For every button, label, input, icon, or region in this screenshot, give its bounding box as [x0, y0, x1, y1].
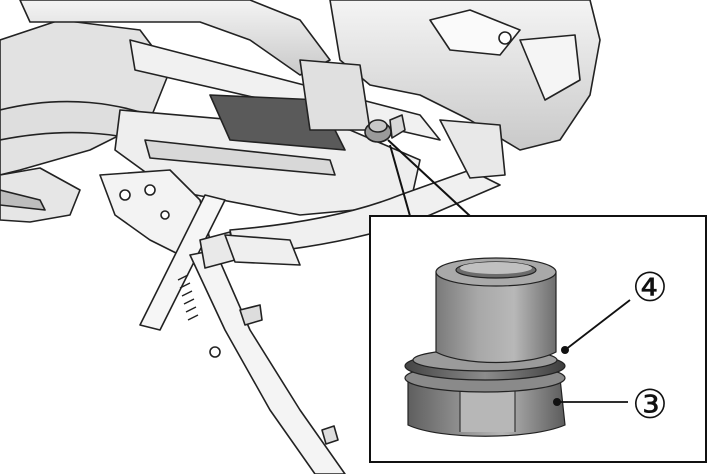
- callout-4: ④: [632, 266, 668, 310]
- drain-bolt-location: [364, 114, 406, 143]
- main-stand-leg: [189, 249, 346, 474]
- lower-engine-detail: [0, 167, 81, 223]
- drain-bolt-detail: [404, 257, 566, 437]
- callout-3: ③: [632, 383, 668, 427]
- stand-spring: [177, 274, 199, 321]
- side-stand-arm: [139, 194, 226, 331]
- inset-leader: [387, 139, 471, 217]
- callout-leaders: [558, 299, 631, 403]
- drive-chain: [0, 189, 46, 211]
- detail-inset-box: ④ ③: [369, 215, 707, 463]
- motorcycle-frame-drawing: [0, 0, 601, 474]
- bolt-shank: [435, 271, 557, 364]
- upper-frame-rail: [19, 0, 331, 76]
